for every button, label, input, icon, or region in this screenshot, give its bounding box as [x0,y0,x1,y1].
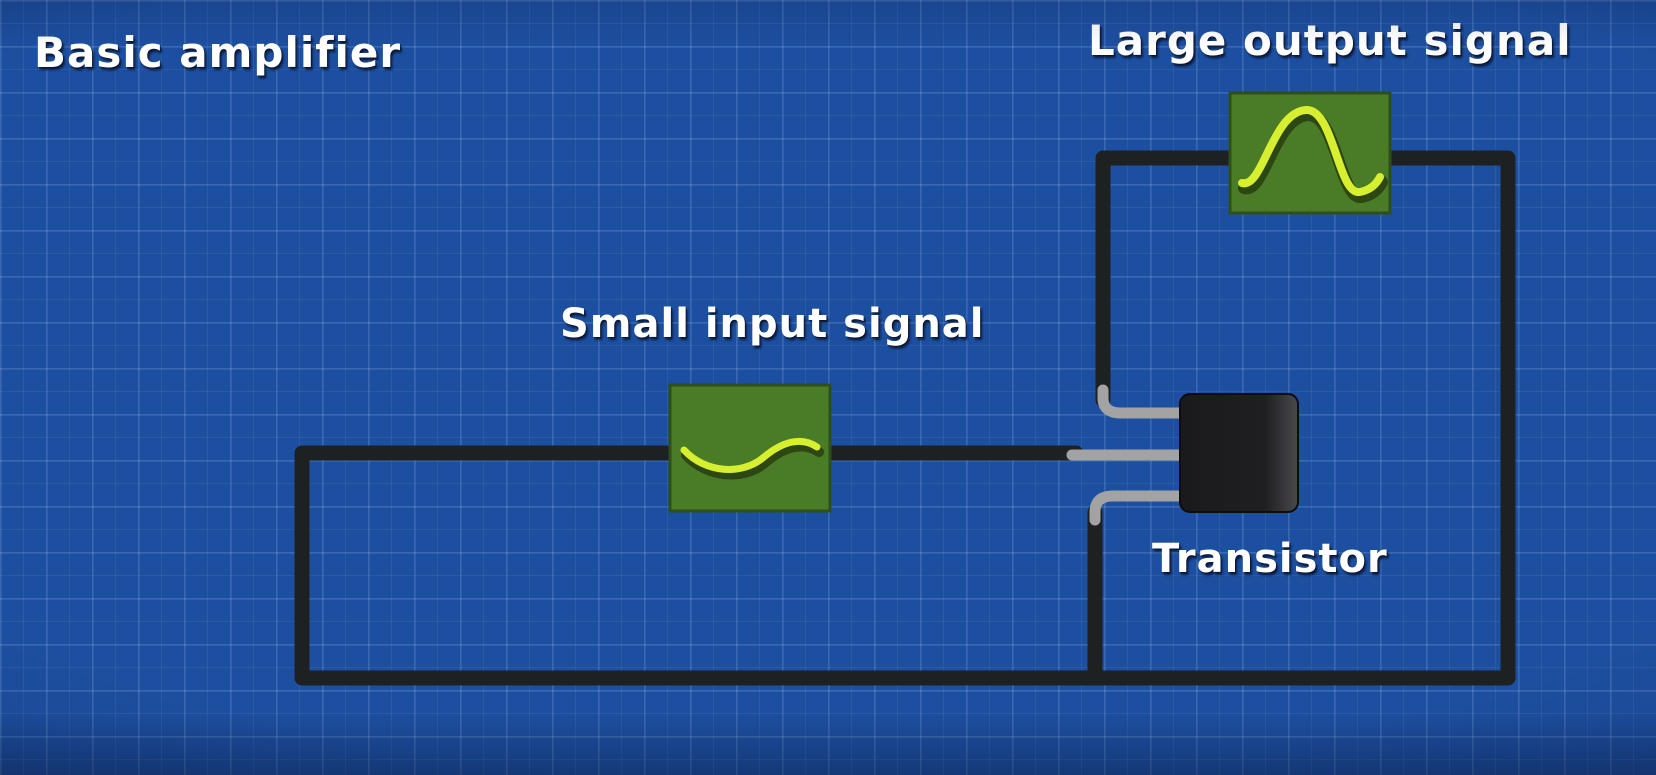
small-sine-wave-icon [680,437,821,473]
transistor-leads [1066,384,1194,526]
input-signal-label: Small input signal [560,301,985,347]
small-sine-wave-shadow [681,441,824,480]
diagram-title: Basic amplifier [34,28,402,77]
large-sine-wave-icon [1238,106,1384,196]
output-signal-scope [1228,91,1392,215]
collector-lead [1097,384,1194,419]
transistor-body [1179,393,1299,513]
output-loop-wire [1087,150,1516,686]
emitter-lead [1089,490,1194,526]
output-signal-label: Large output signal [1088,16,1572,65]
input-signal-scope [668,383,832,513]
input-loop-wire [294,445,1103,686]
transistor-label: Transistor [1152,536,1388,582]
